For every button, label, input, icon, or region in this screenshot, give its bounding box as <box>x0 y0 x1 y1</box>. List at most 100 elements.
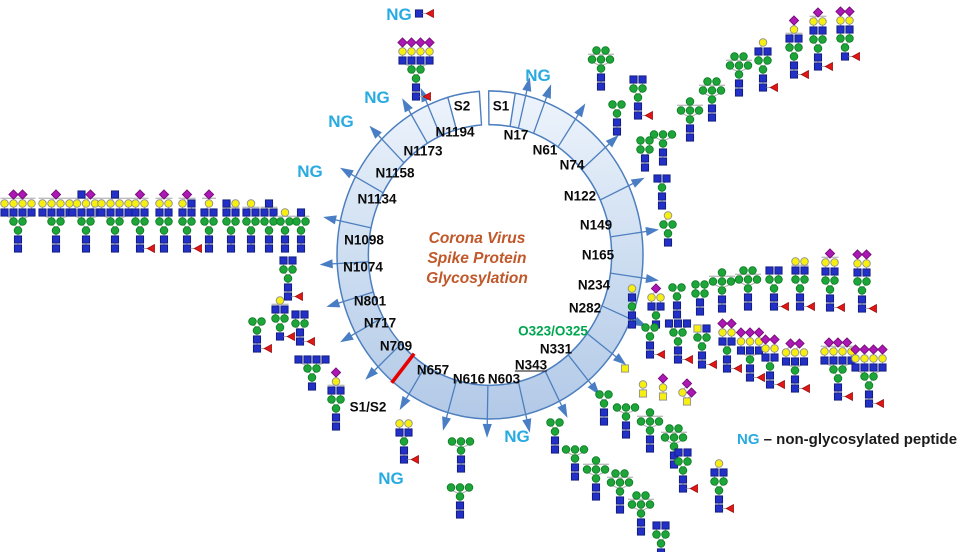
glcnac-blue-square <box>398 56 407 65</box>
mannose-green-circle <box>456 446 466 455</box>
glycan-structure <box>638 380 648 398</box>
glcnac-blue-square <box>591 492 601 501</box>
glcnac-blue-square <box>636 518 646 527</box>
mannose-green-circle <box>612 403 622 412</box>
glcnac-blue-square <box>658 148 668 157</box>
galactose-yellow-circle <box>280 208 290 217</box>
mannose-green-circle <box>257 317 266 326</box>
mannose-green-circle <box>86 217 95 226</box>
glcnac-blue-square <box>280 235 290 244</box>
mannose-green-circle <box>636 136 645 145</box>
segment-divider <box>373 343 402 372</box>
glcnac-blue-square <box>685 133 695 142</box>
site-label-o323-o325: O323/O325 <box>518 323 588 339</box>
glcnac-blue-square <box>781 357 791 366</box>
site-arrow <box>612 353 627 366</box>
glycan-structure <box>200 189 218 253</box>
mannose-green-circle <box>275 323 285 332</box>
glcnac-blue-square <box>280 244 290 253</box>
mannose-green-circle <box>658 130 668 139</box>
glycan-structure <box>606 469 634 514</box>
ng-legend-text: – non-glycosylated peptide <box>759 431 958 448</box>
site-label-n1098: N1098 <box>344 232 384 248</box>
mannose-green-circle <box>77 217 86 226</box>
mannose-green-circle <box>748 266 757 275</box>
glcnac-blue-square <box>294 355 303 364</box>
glcnac-blue-square <box>81 235 91 244</box>
mannose-green-circle <box>672 292 682 301</box>
mannose-green-circle <box>269 217 278 226</box>
mannose-green-circle <box>606 478 616 487</box>
glcnac-blue-square <box>296 235 306 244</box>
sialic-acid-purple-diamond <box>769 334 780 345</box>
galactose-yellow-circle <box>131 199 140 208</box>
glcnac-blue-square <box>682 319 692 328</box>
mannose-green-circle <box>698 86 708 95</box>
sialic-acid-purple-diamond <box>717 318 728 329</box>
mannose-green-circle <box>231 217 240 226</box>
glcnac-blue-square <box>231 208 240 217</box>
mannose-green-circle <box>271 314 280 323</box>
mannose-green-circle <box>624 478 634 487</box>
glcnac-blue-square <box>799 357 809 366</box>
mannose-green-circle <box>725 61 735 70</box>
ring-gap <box>477 68 489 133</box>
mannose-green-circle <box>285 217 294 226</box>
glcnac-blue-square <box>813 62 823 71</box>
glcnac-blue-square <box>399 455 409 464</box>
glcnac-blue-square <box>745 364 755 373</box>
glcnac-blue-square <box>833 392 843 401</box>
galactose-yellow-circle <box>678 388 687 397</box>
glycan-structure <box>291 310 315 347</box>
segment-divider <box>350 316 384 337</box>
galactose-yellow-circle <box>425 47 434 56</box>
sialic-acid-purple-diamond <box>841 337 853 348</box>
glycan-structure <box>765 266 789 312</box>
mannose-green-circle <box>763 56 772 65</box>
mannose-green-circle <box>416 65 425 74</box>
ng-marker: NG <box>525 66 551 85</box>
mannose-green-circle <box>674 457 683 466</box>
mannose-green-circle <box>595 390 604 399</box>
sialic-acid-purple-diamond <box>744 327 756 338</box>
glcnac-blue-square <box>124 208 133 217</box>
glcnac-blue-square <box>653 174 662 183</box>
mannose-green-circle <box>789 52 799 61</box>
mannose-green-circle <box>455 492 465 501</box>
glycan-structure <box>582 456 610 501</box>
mannose-green-circle <box>636 417 646 426</box>
glycan-structure <box>68 189 104 253</box>
glcnac-blue-square <box>754 47 763 56</box>
glcnac-blue-square <box>13 244 23 253</box>
s1-s2-cleavage-line <box>390 352 416 384</box>
site-label-n1074: N1074 <box>343 259 383 275</box>
mannose-green-circle <box>645 417 655 426</box>
segment-divider <box>517 381 528 421</box>
site-label-s1: S1 <box>492 98 510 114</box>
mannose-green-circle <box>627 500 637 509</box>
sialic-acid-purple-diamond <box>650 283 662 294</box>
mannose-green-circle <box>673 337 683 346</box>
mannose-green-circle <box>694 106 704 115</box>
glcnac-blue-square <box>821 267 830 276</box>
glcnac-blue-square <box>615 496 625 505</box>
segment-divider <box>557 113 580 148</box>
mannose-green-circle <box>296 226 306 235</box>
galactose-yellow-circle <box>878 354 887 363</box>
segment-divider <box>544 370 563 407</box>
mannose-green-circle <box>685 97 695 106</box>
mannose-green-circle <box>327 395 336 404</box>
mannose-green-circle <box>800 275 809 284</box>
glycan-structure <box>546 418 564 454</box>
mannose-green-circle <box>135 226 145 235</box>
mannose-green-circle <box>645 332 655 341</box>
glcnac-blue-square <box>300 310 309 319</box>
fucose-red-triangle <box>425 8 434 19</box>
mannose-green-circle <box>657 183 667 192</box>
glcnac-blue-square <box>110 244 120 253</box>
site-label-n1134: N1134 <box>357 191 397 207</box>
fucose-red-triangle <box>656 349 665 360</box>
sialic-acid-purple-diamond <box>868 344 879 355</box>
mannose-green-circle <box>683 457 692 466</box>
glcnac-blue-square <box>664 319 674 328</box>
